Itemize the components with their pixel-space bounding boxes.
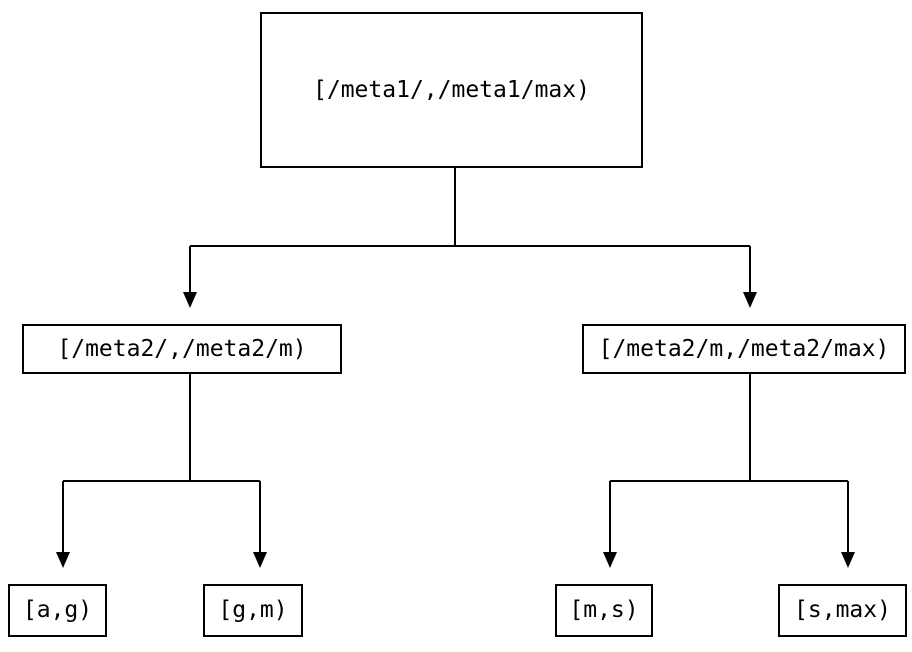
arrowhead-down-icon bbox=[841, 552, 855, 568]
edge-level2-left-to-leaves bbox=[56, 374, 267, 568]
node-level2-left-interval: [/meta2/,/meta2/m) bbox=[22, 324, 342, 374]
node-leaf-g-m: [g,m) bbox=[203, 584, 303, 637]
node-leaf-a-g: [a,g) bbox=[8, 584, 107, 637]
arrowhead-down-icon bbox=[743, 292, 757, 308]
edge-root-to-level2 bbox=[183, 168, 757, 308]
node-root-interval: [/meta1/,/meta1/max) bbox=[260, 12, 643, 168]
edge-level2-right-to-leaves bbox=[603, 374, 855, 568]
arrowhead-down-icon bbox=[183, 292, 197, 308]
node-leaf-m-s: [m,s) bbox=[555, 584, 653, 637]
arrowhead-down-icon bbox=[253, 552, 267, 568]
node-leaf-s-max: [s,max) bbox=[778, 584, 907, 637]
node-level2-right-interval: [/meta2/m,/meta2/max) bbox=[582, 324, 906, 374]
arrowhead-down-icon bbox=[603, 552, 617, 568]
arrowhead-down-icon bbox=[56, 552, 70, 568]
